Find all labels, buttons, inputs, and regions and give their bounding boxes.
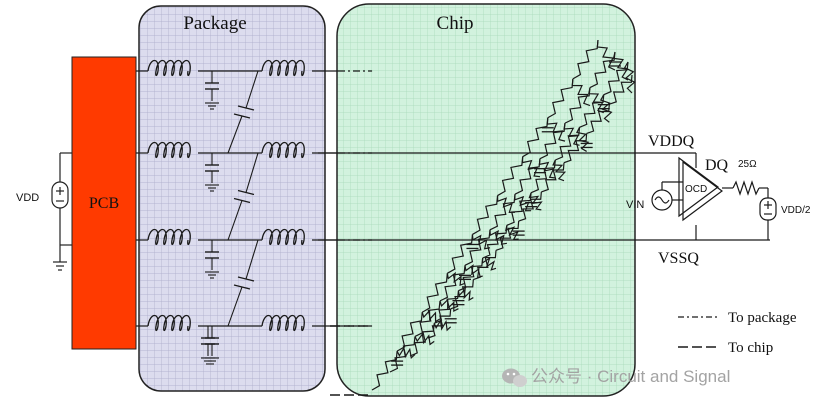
chip-resistor xyxy=(572,39,599,80)
coupling-capacitor-lead xyxy=(227,115,243,154)
chip-resistor xyxy=(564,87,591,124)
package-inductor-left xyxy=(147,314,191,332)
coupling-capacitor-lead xyxy=(245,70,259,109)
chip-resistor xyxy=(588,87,604,114)
vin-source xyxy=(651,181,683,211)
chip-resistor xyxy=(447,234,474,274)
chip-resistor xyxy=(528,192,543,211)
vddq-label: VDDQ xyxy=(648,133,695,150)
chip-resistor xyxy=(433,318,452,332)
chip-resistor xyxy=(472,195,499,235)
chip-resistor xyxy=(446,271,466,287)
chip-resistor xyxy=(539,123,566,160)
chip-resistor xyxy=(482,225,508,259)
chip-resistor xyxy=(596,39,616,71)
ocd-label: OCD xyxy=(685,184,707,195)
chip-resistor xyxy=(414,300,441,337)
chip-resistor xyxy=(586,104,610,135)
chip-resistor xyxy=(439,265,466,302)
package-inductor-right xyxy=(261,314,305,332)
legend-to-package: To package xyxy=(728,310,797,326)
chip-resistor xyxy=(421,309,441,323)
coupling-capacitor-lead xyxy=(227,200,243,241)
chip-resistor xyxy=(518,191,542,222)
chip-resistor xyxy=(579,94,605,128)
pcb-block: PCB xyxy=(71,56,137,350)
chip-mesh xyxy=(371,39,636,391)
chip-resistor xyxy=(489,194,516,231)
chip-resistor xyxy=(457,287,474,302)
package-inductor-right xyxy=(261,59,305,77)
chip-resistor xyxy=(522,117,549,158)
package-inductor-left xyxy=(147,59,191,77)
wechat-icon xyxy=(502,368,527,387)
chip-block: Chip xyxy=(336,3,636,397)
chip-resistor xyxy=(450,279,474,310)
package-inductor-right xyxy=(261,228,305,246)
package-label: Package xyxy=(183,13,246,34)
package-block: Package xyxy=(138,5,326,392)
chip-resistor xyxy=(603,61,629,96)
chip-resistor xyxy=(389,336,416,373)
chip-resistor xyxy=(495,221,520,251)
chip-resistor xyxy=(555,127,581,161)
chip-resistor xyxy=(421,273,448,313)
chip-resistor xyxy=(589,51,616,89)
package-inductor-left xyxy=(147,141,191,159)
coupling-capacitor-lead xyxy=(245,152,259,193)
vdd-half-label: VDD/2 xyxy=(781,205,811,216)
ocd-driver xyxy=(678,156,724,222)
chip-resistor xyxy=(427,308,452,339)
package-inductor-left xyxy=(147,228,191,246)
chip-resistor xyxy=(414,332,435,346)
chip-resistor xyxy=(464,229,491,266)
vdd-source xyxy=(51,152,72,271)
resistor-label: 25Ω xyxy=(738,159,757,170)
chip-resistor xyxy=(473,250,497,281)
chip-resistor xyxy=(623,61,636,94)
chip-resistor xyxy=(458,257,484,292)
chip-resistor xyxy=(530,159,556,194)
coupling-capacitor-plate xyxy=(237,276,255,282)
chip-resistor xyxy=(612,51,629,81)
chip-resistor xyxy=(563,133,588,164)
legend: To package To chip xyxy=(678,310,797,356)
coupling-capacitor-plate xyxy=(237,105,255,111)
coupling-capacitor-lead xyxy=(227,286,243,327)
chip-resistor xyxy=(609,74,633,105)
chip-resistor xyxy=(439,298,459,313)
chip-resistor xyxy=(541,162,565,193)
pcb-label: PCB xyxy=(89,195,119,212)
dq-label: DQ xyxy=(705,157,729,174)
chip-resistor xyxy=(552,159,567,182)
chip-resistor xyxy=(506,192,532,226)
io-rails xyxy=(318,152,770,241)
legend-to-chip: To chip xyxy=(728,340,773,356)
coupling-capacitor-plate xyxy=(237,189,255,196)
watermark-text: 公众号 · Circuit and Signal xyxy=(531,367,730,386)
vssq-label: VSSQ xyxy=(658,250,699,267)
chip-resistor xyxy=(481,256,497,271)
chip-label: Chip xyxy=(437,13,474,34)
chip-resistor xyxy=(514,158,541,195)
chip-resistor xyxy=(371,351,398,391)
vdd-label: VDD xyxy=(16,192,39,204)
chip-resistor xyxy=(547,78,574,119)
package-inductor-right xyxy=(261,141,305,159)
chip-resistor xyxy=(571,78,591,107)
chip-resistor xyxy=(396,312,423,352)
watermark: 公众号 · Circuit and Signal xyxy=(502,367,730,387)
coupling-capacitor-lead xyxy=(245,239,259,280)
vin-label: VIN xyxy=(626,199,644,211)
chip-resistor xyxy=(497,156,524,197)
termination xyxy=(722,180,777,240)
